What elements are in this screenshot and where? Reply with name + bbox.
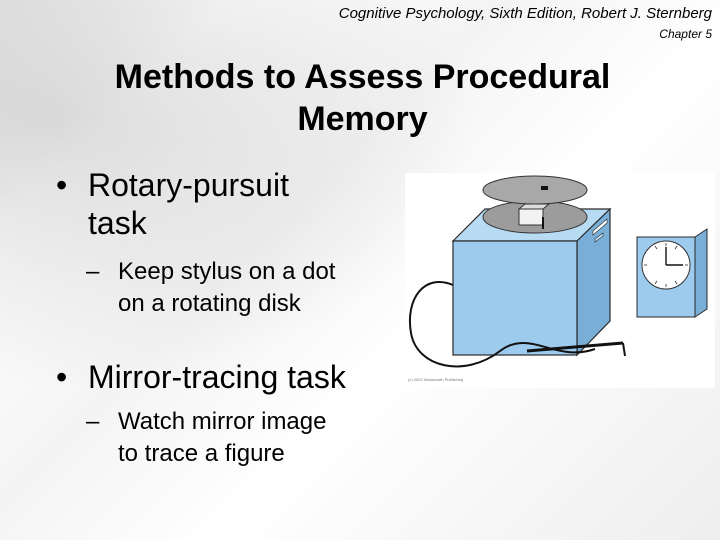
stylus bbox=[518, 208, 544, 226]
chapter-label: Chapter 5 bbox=[659, 27, 712, 41]
sub-bullet-line: on a rotating disk bbox=[118, 290, 301, 317]
sub-bullet-line: Watch mirror image bbox=[118, 408, 327, 435]
bullet-marker: • bbox=[56, 167, 68, 203]
stylus-top bbox=[517, 203, 551, 210]
sub-bullet-keep-stylus: – Keep stylus on a dot on a rotating dis… bbox=[86, 256, 396, 322]
figure-caption: (c) 2002 Wadsworth Publishing bbox=[408, 377, 464, 382]
cable bbox=[408, 281, 596, 368]
pen-rod-tip bbox=[622, 342, 626, 357]
slide-title-line-1: Methods to Assess Procedural bbox=[114, 58, 611, 96]
sub-bullet-marker: – bbox=[86, 408, 100, 435]
clock-side bbox=[694, 228, 708, 318]
sub-bullet-watch-mirror: – Watch mirror image to trace a figure bbox=[86, 406, 396, 472]
sub-bullet-marker: – bbox=[86, 258, 100, 285]
rotary-pursuit-figure bbox=[405, 173, 715, 388]
rotating-disk-upper bbox=[482, 175, 588, 205]
clock-ticks bbox=[644, 243, 688, 287]
sub-bullet-line: to trace a figure bbox=[118, 440, 285, 467]
rotary-pursuit-illustration bbox=[408, 175, 708, 368]
bullet-line: Rotary-pursuit bbox=[88, 167, 289, 203]
book-title: Cognitive Psychology, Sixth Edition, Rob… bbox=[338, 5, 712, 22]
bullet-rotary-pursuit: • Rotary-pursuit task bbox=[56, 166, 356, 246]
bullet-line: task bbox=[88, 205, 147, 241]
slide-title-line-2: Memory bbox=[297, 100, 428, 138]
bullet-line: Mirror-tracing task bbox=[88, 359, 346, 395]
bullet-mirror-tracing: • Mirror-tracing task bbox=[56, 358, 396, 398]
side-slot-small bbox=[594, 232, 604, 243]
disk-target-dot bbox=[541, 186, 548, 190]
pen-rod bbox=[526, 341, 624, 353]
apparatus-box-front bbox=[452, 240, 578, 356]
bullet-marker: • bbox=[56, 359, 68, 395]
side-slot bbox=[592, 218, 608, 236]
slide-title: Methods to Assess Procedural Memory bbox=[20, 56, 705, 140]
sub-bullet-line: Keep stylus on a dot bbox=[118, 258, 336, 285]
